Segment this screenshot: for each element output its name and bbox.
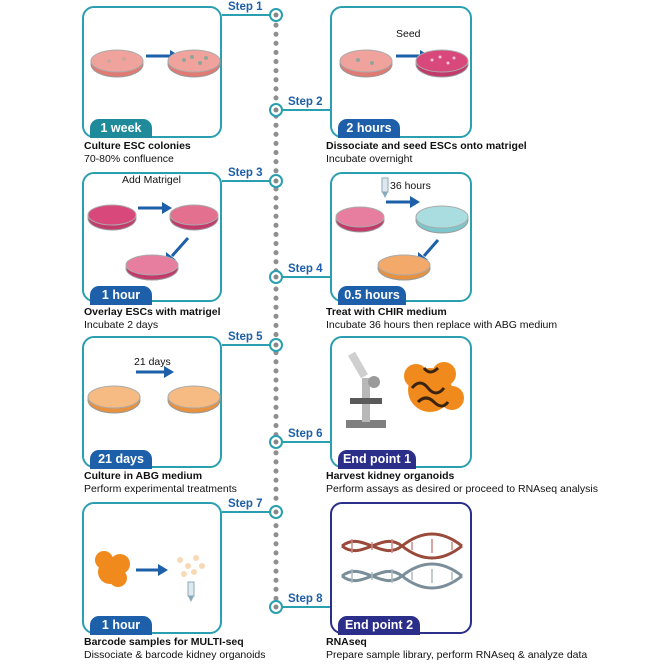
step-label-8: Step 8 — [288, 593, 323, 605]
duration-badge: 1 hour — [90, 616, 152, 635]
panel-chir-medium: 36 hours — [330, 172, 472, 302]
panel-subtitle: Incubate 36 hours then replace with ABG … — [326, 319, 558, 331]
step-connector-1 — [222, 14, 270, 16]
arrow-right-icon — [136, 366, 174, 378]
panel-harvest-organoids — [330, 336, 472, 468]
panel-title: Overlay ESCs with matrigel — [84, 306, 221, 318]
petri-dish-icon — [377, 254, 431, 281]
panel-rnaseq — [330, 502, 472, 634]
petri-dish-icon — [339, 49, 393, 78]
panel-subtitle: Incubate 2 days — [84, 319, 159, 331]
petri-dish-icon — [167, 385, 221, 414]
duration-badge: 1 hour — [90, 286, 152, 305]
panel-abg-medium: 21 days — [82, 336, 222, 468]
21-days-annotation: 21 days — [134, 356, 171, 368]
panel-title: Dissociate and seed ESCs onto matrigel — [326, 140, 527, 152]
petri-dish-icon — [87, 385, 141, 414]
panel-overlay-matrigel: Add Matrigel — [82, 172, 222, 302]
step-connector-6 — [282, 441, 330, 443]
seed-dishes-illustration — [339, 49, 469, 78]
step-node-6 — [269, 435, 283, 449]
step-node-5 — [269, 338, 283, 352]
panel-subtitle: Dissociate & barcode kidney organoids — [84, 649, 266, 661]
step-connector-5 — [222, 344, 270, 346]
panel-title: Treat with CHIR medium — [326, 306, 447, 318]
step-label-4: Step 4 — [288, 263, 323, 275]
arrow-right-icon — [136, 564, 168, 576]
step-label-2: Step 2 — [288, 96, 323, 108]
panel-title: RNAseq — [326, 636, 367, 648]
duration-badge: 2 hours — [338, 119, 400, 138]
petri-dish-icon — [90, 49, 144, 78]
panel-title: Harvest kidney organoids — [326, 470, 455, 482]
rnaseq-illustration — [341, 532, 463, 590]
dna-helix-icon — [341, 562, 463, 590]
matrigel-dishes-illustration — [87, 202, 219, 281]
pipette-tube-icon — [381, 177, 389, 198]
arrow-right-icon — [386, 196, 420, 208]
duration-badge: 21 days — [90, 450, 152, 469]
step-node-1 — [269, 8, 283, 22]
endpoint-badge: End point 1 — [338, 450, 416, 469]
add-matrigel-annotation: Add Matrigel — [122, 174, 181, 186]
culture-dishes-illustration — [90, 49, 221, 78]
petri-dish-icon — [87, 204, 137, 231]
panel-barcode-samples — [82, 502, 222, 634]
organoid-icon — [95, 551, 130, 587]
petri-dish-seeded-icon — [415, 49, 469, 78]
seed-annotation: Seed — [396, 28, 421, 40]
step-label-5: Step 5 — [228, 331, 263, 343]
panel-subtitle: Perform assays as desired or proceed to … — [326, 483, 598, 495]
harvest-illustration — [346, 351, 464, 428]
panel-seed-escs: Seed — [330, 6, 472, 138]
step-label-6: Step 6 — [288, 428, 323, 440]
36-hours-annotation: 36 hours — [390, 180, 431, 192]
panel-subtitle: 70-80% confluence — [84, 153, 174, 165]
dna-helix-icon — [341, 532, 463, 560]
step-node-4 — [269, 270, 283, 284]
step-connector-7 — [222, 511, 270, 513]
petri-dish-icon — [125, 254, 179, 281]
arrow-right-icon — [138, 202, 172, 214]
panel-title: Culture ESC colonies — [84, 140, 191, 152]
barcode-illustration — [95, 551, 205, 602]
chir-dishes-illustration — [335, 177, 469, 281]
panel-subtitle: Prepare sample library, perform RNAseq &… — [326, 649, 588, 661]
step-node-8 — [269, 600, 283, 614]
step-node-2 — [269, 103, 283, 117]
petri-dish-colonies-icon — [167, 49, 221, 78]
step-connector-2 — [282, 109, 330, 111]
panel-subtitle: Perform experimental treatments — [84, 483, 237, 495]
duration-badge: 0.5 hours — [338, 286, 406, 305]
tube-icon — [187, 581, 195, 602]
dissociated-cells-icon — [177, 555, 205, 577]
step-node-7 — [269, 505, 283, 519]
step-label-7: Step 7 — [228, 498, 263, 510]
abg-dishes-illustration — [87, 366, 221, 414]
petri-dish-icon — [415, 205, 469, 234]
endpoint-badge: End point 2 — [338, 616, 420, 635]
duration-badge: 1 week — [90, 119, 152, 138]
panel-subtitle: Incubate overnight — [326, 153, 413, 165]
organoid-icon — [404, 362, 464, 412]
petri-dish-icon — [169, 204, 219, 231]
panel-title: Barcode samples for MULTI-seq — [84, 636, 244, 648]
panel-culture-esc — [82, 6, 222, 138]
step-label-1: Step 1 — [228, 1, 263, 13]
step-node-3 — [269, 174, 283, 188]
step-connector-3 — [222, 180, 270, 182]
panel-title: Culture in ABG medium — [84, 470, 203, 482]
step-label-3: Step 3 — [228, 167, 263, 179]
petri-dish-icon — [335, 206, 385, 233]
step-connector-4 — [282, 276, 330, 278]
step-connector-8 — [282, 606, 330, 608]
microscope-icon — [346, 351, 386, 428]
